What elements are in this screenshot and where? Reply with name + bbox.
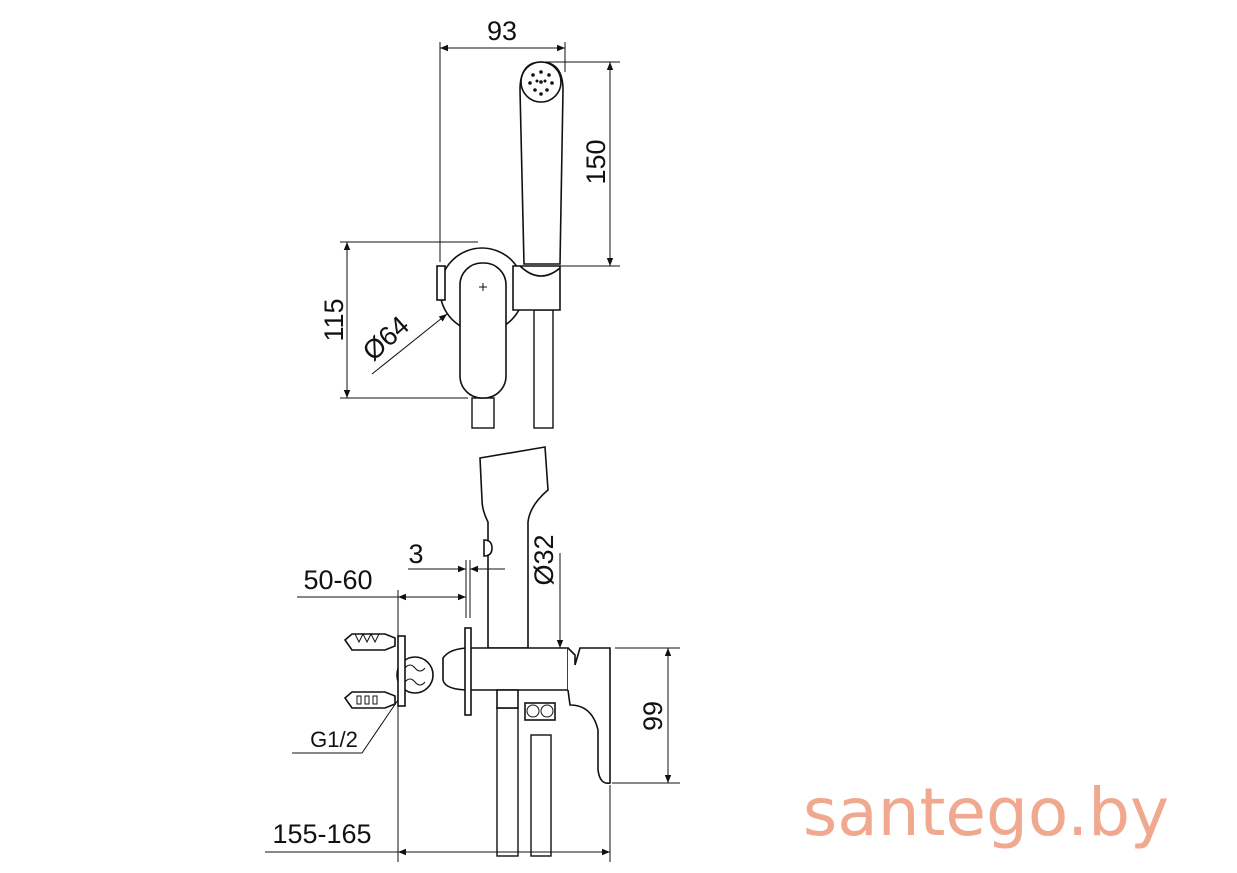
dimension-diameter-32: Ø32 xyxy=(529,534,564,648)
side-view: 3 50-60 Ø32 99 G1/2 xyxy=(265,446,680,862)
dimension-115: 115 xyxy=(319,241,478,399)
spray-holes xyxy=(528,70,554,96)
dimension-label: 155-165 xyxy=(272,819,371,849)
wall-anchor xyxy=(343,691,396,709)
thread-callout: G1/2 xyxy=(292,699,399,754)
dimension-label: Ø64 xyxy=(357,310,415,366)
lever-side xyxy=(567,647,611,785)
hose-connector xyxy=(524,702,556,721)
dimension-93: 93 xyxy=(439,16,566,262)
valve-body xyxy=(442,647,569,691)
dimension-155-165: 155-165 xyxy=(265,785,611,862)
watermark: santego.by xyxy=(803,774,1169,851)
mounting-bracket xyxy=(397,635,406,707)
dimension-label: 99 xyxy=(638,701,668,731)
wall-anchor xyxy=(343,632,396,651)
dimension-diameter-64: Ø64 xyxy=(357,310,448,375)
hose xyxy=(471,397,495,429)
shower-holder xyxy=(512,265,561,311)
plate-edge xyxy=(436,265,446,301)
wall-plate-side xyxy=(464,627,472,716)
dimension-label: 50-60 xyxy=(303,565,372,595)
dimension-label: 3 xyxy=(408,539,423,569)
dimension-50-60: 50-60 xyxy=(297,565,466,862)
dimension-label: 150 xyxy=(581,139,611,184)
trigger-button xyxy=(483,539,493,557)
dimension-label: G1/2 xyxy=(310,727,358,752)
dimension-99: 99 xyxy=(612,647,680,784)
hose xyxy=(496,707,519,857)
dimension-150: 150 xyxy=(545,61,620,267)
hose xyxy=(533,309,554,429)
dimension-label: 115 xyxy=(319,298,349,341)
connection-nut xyxy=(396,656,434,694)
dimension-label: 93 xyxy=(487,16,517,46)
dimension-label: Ø32 xyxy=(529,534,559,585)
mixer-lever xyxy=(459,262,507,399)
hose xyxy=(530,734,552,857)
dimension-3: 3 xyxy=(408,539,505,618)
front-view: 93 150 115 Ø64 xyxy=(319,16,620,429)
